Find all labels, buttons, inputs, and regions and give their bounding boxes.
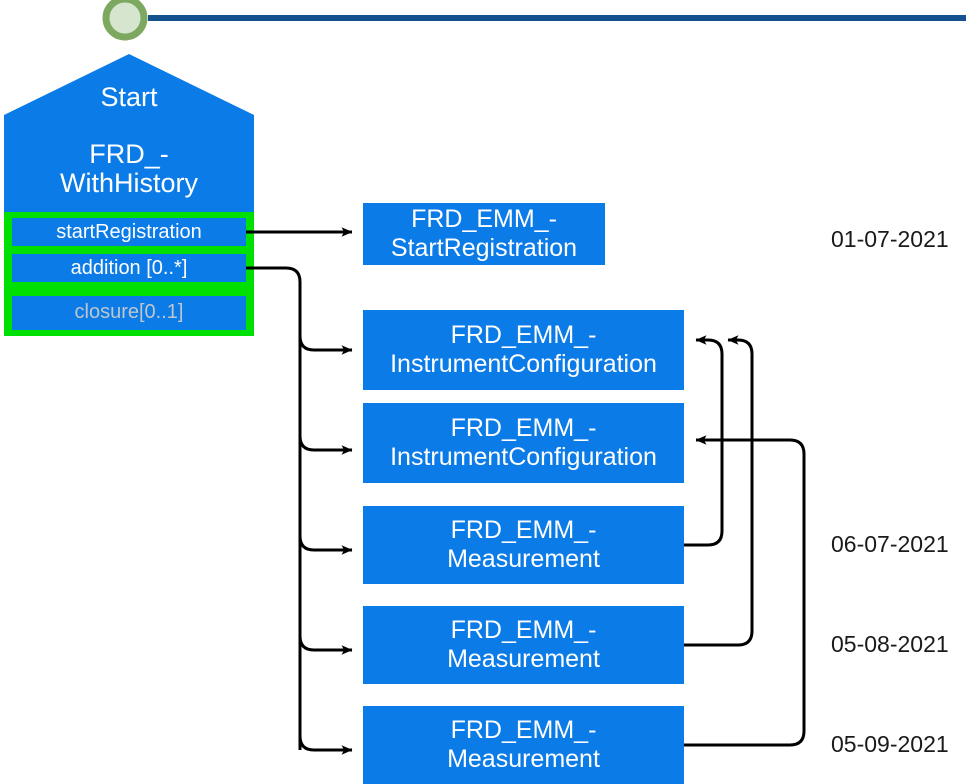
connector-addition-branch-5 <box>298 735 353 755</box>
connector-history-2 <box>684 335 754 647</box>
connector-addition-branch-3 <box>298 535 353 555</box>
connector-addition-branch-1 <box>298 335 353 355</box>
start-node-shape[interactable] <box>4 54 254 212</box>
connector-history-3 <box>684 435 806 747</box>
circle-node-icon[interactable] <box>102 0 148 41</box>
connector-addition-branch-2 <box>298 435 353 455</box>
connector-history-1 <box>684 335 724 547</box>
connector-addition-trunk <box>246 266 302 750</box>
connector-addition-branch-4 <box>298 635 353 655</box>
